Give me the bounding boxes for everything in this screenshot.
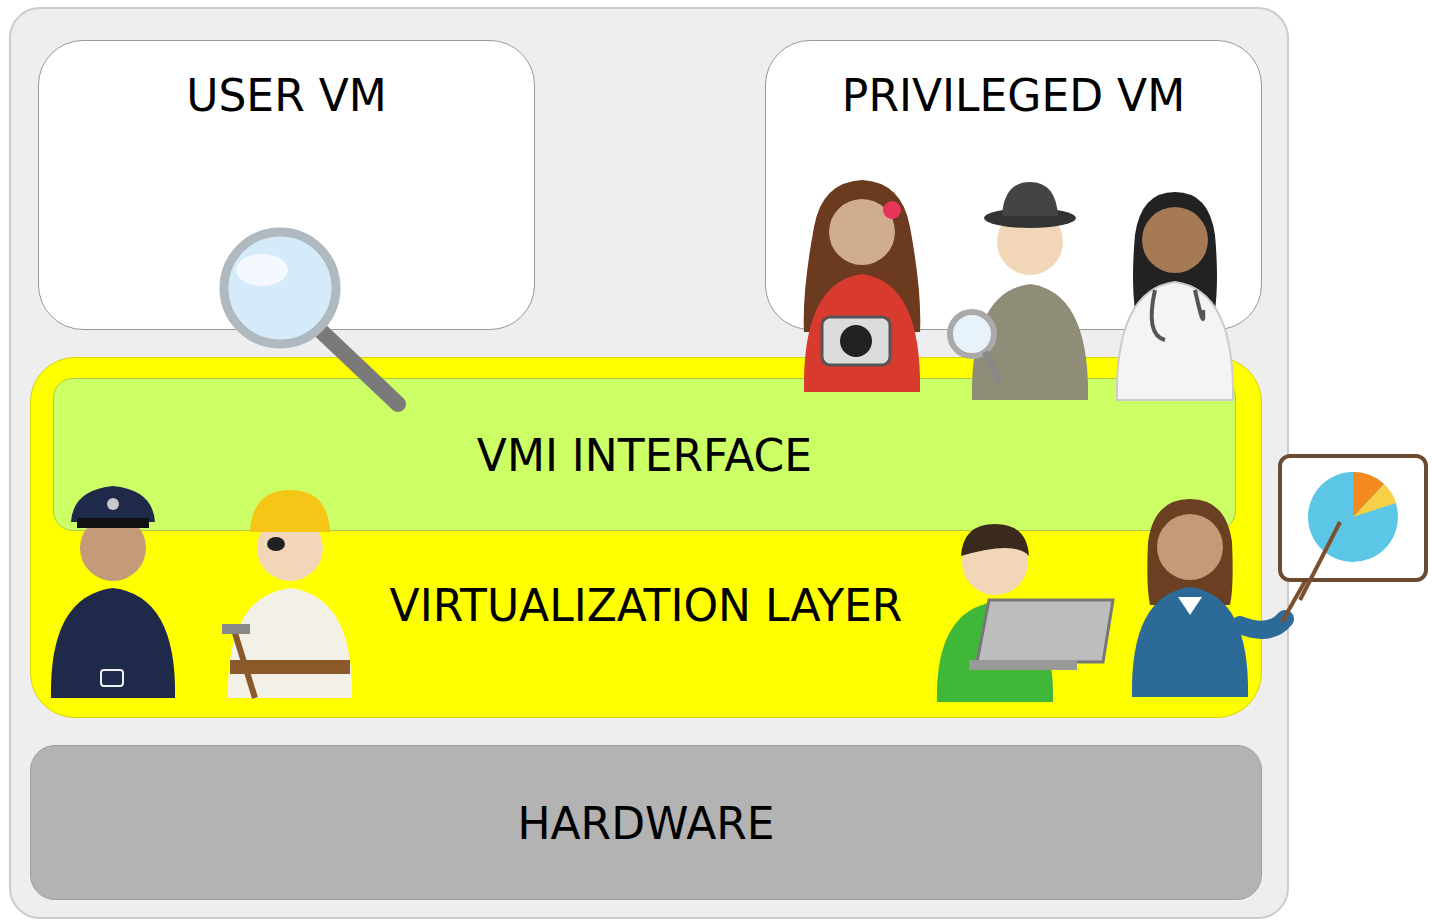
box-label: VIRTUALIZATION LAYER bbox=[31, 580, 1261, 632]
teacher-figure bbox=[1132, 499, 1285, 697]
laptop-user-figure bbox=[937, 524, 1113, 702]
box-label: HARDWARE bbox=[31, 798, 1261, 850]
police-figure bbox=[51, 486, 175, 698]
box-label: PRIVILEGED VM bbox=[766, 70, 1261, 122]
interface-band: VMI INTERFACE bbox=[53, 378, 1236, 531]
magnifier-icon bbox=[224, 232, 398, 404]
doctor-figure bbox=[1117, 192, 1233, 400]
layer-band: VIRTUALIZATION LAYER VMI INTERFACE bbox=[30, 357, 1262, 718]
box-label: USER VM bbox=[39, 70, 534, 122]
worker-figure bbox=[222, 490, 352, 698]
tourist-figure bbox=[804, 180, 921, 392]
hardware-band: HARDWARE bbox=[30, 745, 1262, 900]
box-label: VMI INTERFACE bbox=[54, 430, 1235, 482]
pie-chart-sign bbox=[1280, 456, 1426, 622]
detective-figure bbox=[950, 182, 1088, 400]
